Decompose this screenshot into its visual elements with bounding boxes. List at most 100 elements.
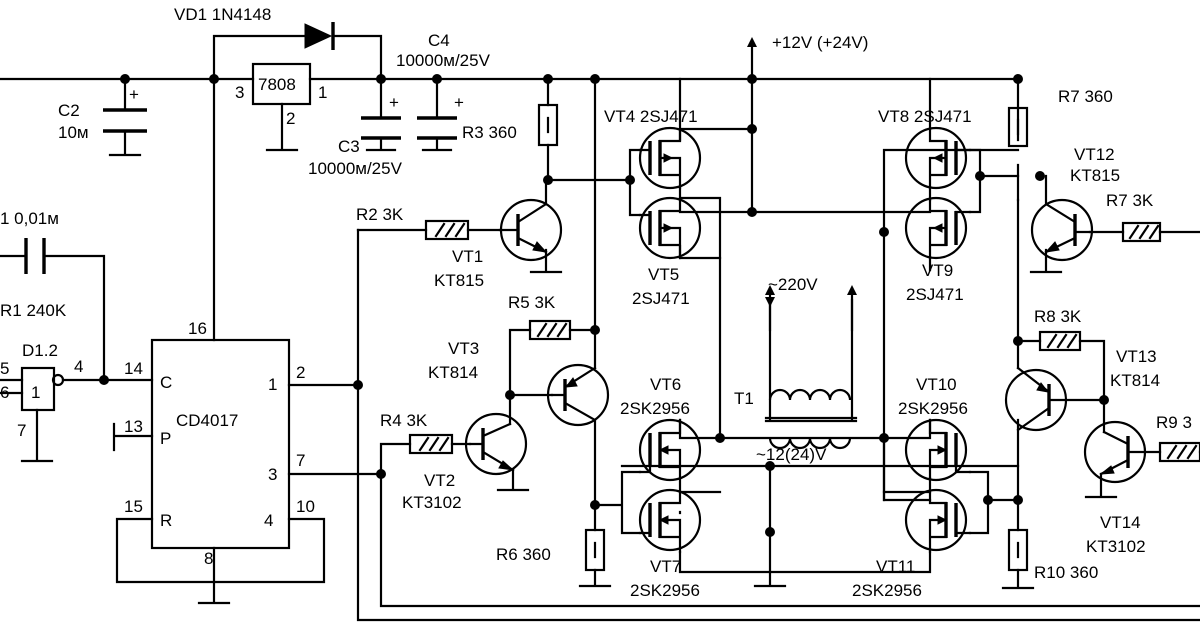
label-c1: 1 0,01м: [0, 209, 59, 228]
label-vt8: VT8 2SJ471: [878, 107, 972, 126]
resistor-r4: [408, 433, 454, 455]
label-c4: C4: [428, 31, 450, 50]
label-c2: C2: [58, 101, 80, 120]
label-vt6: VT6: [650, 375, 681, 394]
label-r4: R4 3K: [380, 411, 428, 430]
resistor-r3: [537, 103, 559, 147]
label-pin2: 2: [296, 363, 305, 382]
label-vd1: VD1 1N4148: [174, 5, 271, 24]
label-vt7: VT7: [650, 557, 681, 576]
resistor-r2: [424, 219, 470, 241]
mosfet-vt5: [638, 196, 702, 260]
label-vt1: VT1: [452, 247, 483, 266]
label-vt14: VT14: [1100, 513, 1141, 532]
label-220v: ~220V: [768, 275, 818, 294]
transistor-vt14: [1083, 420, 1147, 484]
resistor-r8: [1038, 330, 1082, 352]
label-pin10: 10: [296, 497, 315, 516]
resistor-r6: [584, 528, 606, 572]
mosfet-vt9: [904, 196, 972, 260]
label-12v: ~12(24)V: [756, 445, 827, 464]
label-vt5-type: 2SJ471: [632, 289, 690, 308]
label-vt14-type: KT3102: [1086, 537, 1146, 556]
label-c3-value: 10000м/25V: [308, 159, 403, 178]
mosfet-vt4: [638, 126, 702, 190]
label-vt7-type: 2SK2956: [630, 581, 700, 600]
label-pin15: 15: [124, 497, 143, 516]
label-r2: R2 3K: [356, 205, 404, 224]
label-vt6-type: 2SK2956: [620, 399, 690, 418]
mosfet-vt7: [638, 488, 702, 554]
label-reg-out: 1: [318, 83, 327, 102]
label-c3: C3: [338, 137, 360, 156]
mosfet-vt11: [904, 488, 972, 554]
label-r1: R1 240K: [0, 301, 67, 320]
label-pin16: 16: [188, 319, 207, 338]
label-vt11: VT11: [876, 557, 915, 576]
label-vt4: VT4 2SJ471: [604, 107, 698, 126]
label-vt13-type: KT814: [1110, 371, 1160, 390]
label-d12-symbol: 1: [31, 383, 40, 402]
label-pin4: 4: [264, 511, 273, 530]
label-pin-r: R: [160, 511, 172, 530]
capacitor-c3: +: [361, 93, 401, 140]
label-reg-in: 3: [235, 83, 244, 102]
svg-text:+: +: [389, 93, 399, 112]
junction-dots: [99, 74, 1109, 537]
label-r5: R5 3K: [508, 293, 556, 312]
ic-cd4017: [150, 338, 291, 550]
diode-vd1: [304, 22, 335, 50]
label-regulator: 7808: [258, 75, 296, 94]
label-vt3: VT3: [448, 339, 479, 358]
label-c4-value: 10000м/25V: [396, 51, 491, 70]
label-c2-value: 10м: [58, 123, 89, 142]
capacitor-c4: +: [417, 93, 464, 140]
label-cd4017: CD4017: [176, 411, 238, 430]
label-d12: D1.2: [22, 341, 58, 360]
label-r3: R3 360: [462, 123, 517, 142]
label-d12-out: 4: [74, 357, 83, 376]
regulator-7808: [251, 62, 312, 106]
label-d12-in1: 5: [0, 359, 9, 378]
label-pin8: 8: [204, 549, 213, 568]
transistor-vt3: [546, 363, 610, 427]
label-pin13: 13: [124, 417, 143, 436]
wires: [0, 34, 1200, 622]
logic-gate-d12: [20, 366, 65, 412]
transistor-vt2: [464, 412, 528, 476]
transistor-vt13: [1004, 366, 1068, 432]
label-r7-top: R7 360: [1058, 87, 1113, 106]
label-vt13: VT13: [1116, 347, 1157, 366]
label-vt12-type: KT815: [1070, 166, 1120, 185]
mosfet-vt6: [638, 418, 702, 482]
resistor-r5: [528, 319, 572, 341]
label-vt12: VT12: [1074, 145, 1115, 164]
label-r6: R6 360: [496, 545, 551, 564]
label-t1: T1: [734, 389, 754, 408]
label-r10: R10 360: [1034, 563, 1098, 582]
resistor-r7-top: [1007, 106, 1029, 148]
transformer-t1: [764, 388, 858, 450]
label-vt5: VT5: [648, 265, 679, 284]
label-vt9-type: 2SJ471: [906, 285, 964, 304]
resistor-marks: [546, 116, 1020, 559]
label-pin7: 7: [296, 451, 305, 470]
label-d12-pwr: 7: [17, 421, 26, 440]
mosfet-vt8: [904, 126, 972, 190]
label-reg-gnd: 2: [286, 109, 295, 128]
capacitor-c1: [24, 238, 46, 274]
label-d12-in2: 6: [0, 383, 9, 402]
resistor-r9: [1158, 441, 1200, 463]
label-pin3: 3: [268, 465, 277, 484]
label-vt1-type: KT815: [434, 271, 484, 290]
label-pin14: 14: [124, 359, 143, 378]
label-pin-c: C: [160, 373, 172, 392]
label-vt3-type: KT814: [428, 363, 478, 382]
resistor-r10: [1007, 528, 1029, 572]
label-vt2-type: KT3102: [402, 493, 462, 512]
transistor-vt1: [498, 178, 563, 262]
capacitor-c2: +: [103, 85, 147, 133]
mosfet-vt10: [904, 418, 972, 482]
label-vt11-type: 2SK2956: [852, 581, 922, 600]
